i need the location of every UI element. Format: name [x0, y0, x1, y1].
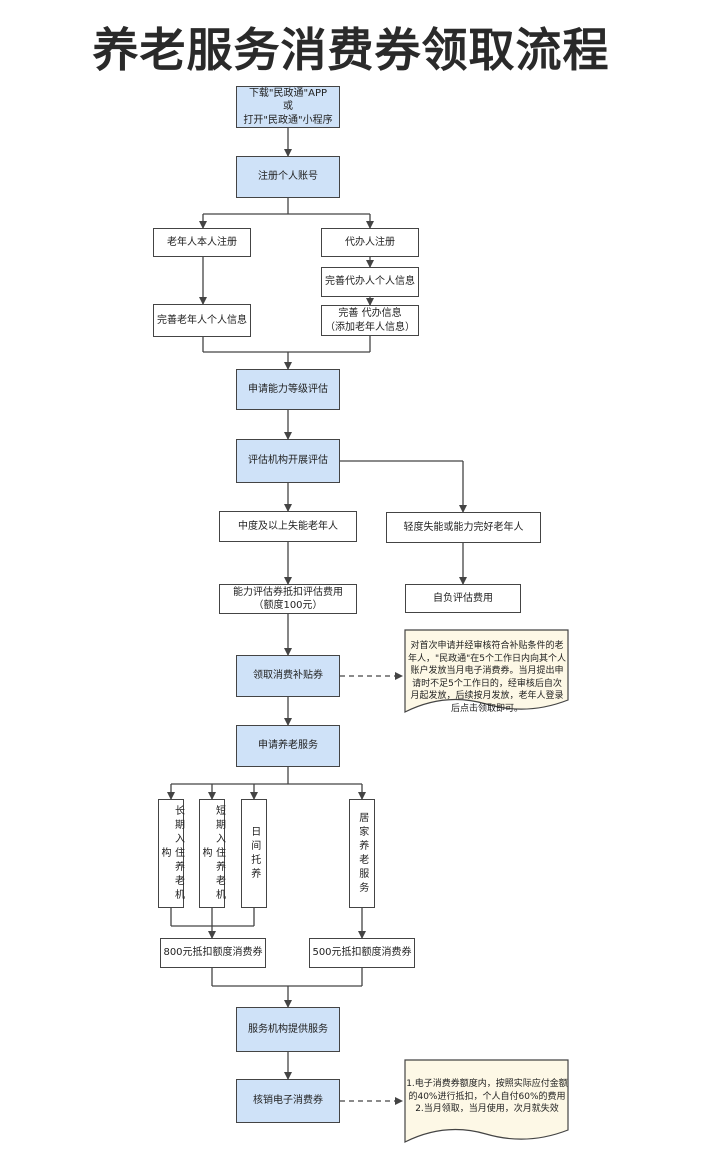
page-title: 养老服务消费券领取流程 — [92, 23, 610, 77]
node-voucher-offset: 能力评估券抵扣评估费用 （额度100元） — [219, 584, 357, 614]
node-short-term: 短期入住养老机构 — [199, 799, 225, 908]
node-apply-service: 申请养老服务 — [236, 725, 340, 767]
node-conduct-assessment: 评估机构开展评估 — [236, 439, 340, 483]
node-agent-register: 代办人注册 — [321, 228, 419, 257]
node-register-account: 注册个人账号 — [236, 156, 340, 198]
voucher-note-text: 对首次申请并经审核符合补贴条件的老年人，"民政通"在5个工作日内向其个人账户发放… — [408, 641, 567, 714]
node-receive-voucher: 领取消费补贴券 — [236, 655, 340, 697]
node-self-pay: 自负评估费用 — [405, 584, 521, 613]
node-redeem-voucher: 核销电子消费券 — [236, 1079, 340, 1123]
redeem-note-shape — [404, 1059, 569, 1143]
node-apply-assessment: 申请能力等级评估 — [236, 369, 340, 410]
node-long-term: 长期入住养老机构 — [158, 799, 184, 908]
node-agent-info: 完善代办人个人信息 — [321, 267, 419, 297]
node-download-app: 下载"民政通"APP 或 打开"民政通"小程序 — [236, 86, 340, 128]
node-moderate-disabled: 中度及以上失能老年人 — [219, 511, 357, 542]
redeem-note-text: 1.电子消费券额度内，按照实际应付金额的40%进行抵扣，个人自付60%的费用 2… — [406, 1079, 568, 1115]
node-provide-service: 服务机构提供服务 — [236, 1007, 340, 1052]
node-voucher-500: 500元抵扣额度消费券 — [309, 938, 415, 968]
node-day-care: 日间托养 — [241, 799, 267, 908]
node-elder-register: 老年人本人注册 — [153, 228, 251, 257]
voucher-note-shape — [404, 629, 569, 713]
node-elder-info: 完善老年人个人信息 — [153, 304, 251, 337]
node-mild-or-healthy: 轻度失能或能力完好老年人 — [386, 512, 541, 543]
node-home-care: 居家养老服务 — [349, 799, 375, 908]
node-voucher-800: 800元抵扣额度消费券 — [160, 938, 266, 968]
node-agent-info-plus: 完善 代办信息 （添加老年人信息） — [321, 305, 419, 336]
